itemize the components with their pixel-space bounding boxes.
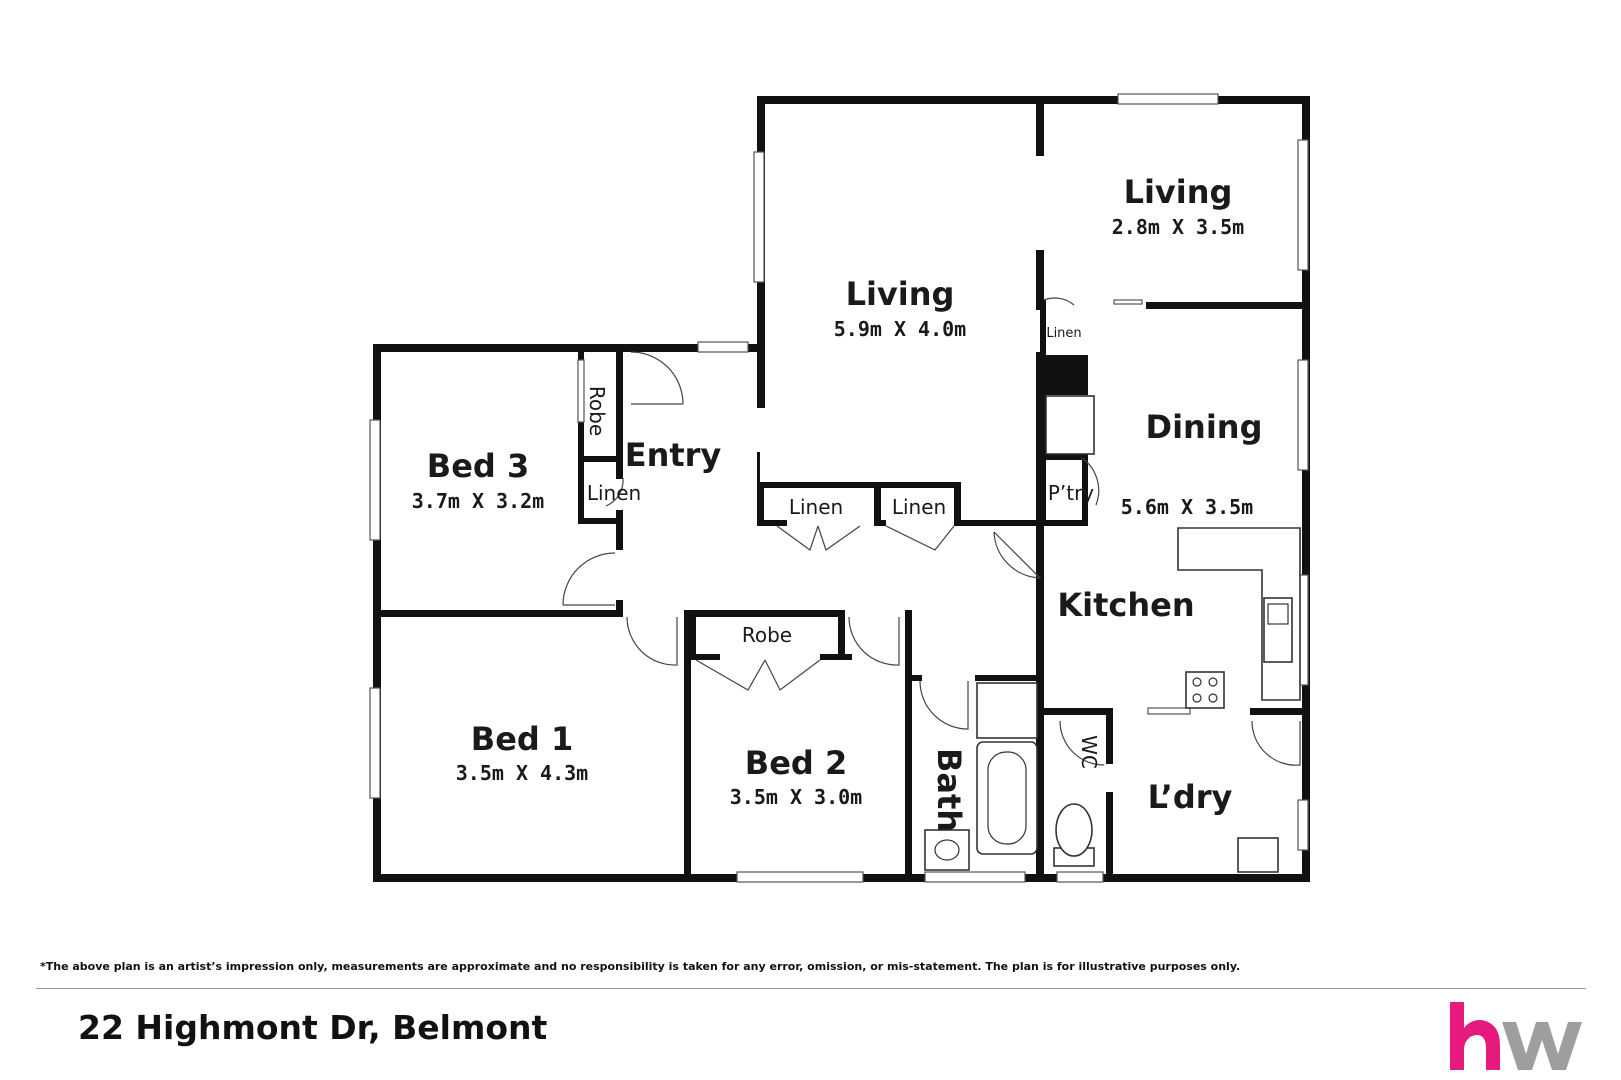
shower	[976, 682, 1038, 739]
label-wc: WC	[1077, 735, 1101, 769]
room-name-laundry: L’dry	[1148, 778, 1233, 816]
label-linen-bed3: Linen	[587, 481, 641, 505]
room-labels: Living 5.9m X 4.0m Living 2.8m X 3.5m Di…	[412, 173, 1263, 832]
label-linen-living: Linen	[1046, 326, 1081, 341]
room-name-kitchen: Kitchen	[1057, 586, 1194, 624]
room-name-bed3: Bed 3	[427, 447, 529, 485]
fridge-space	[1045, 395, 1095, 455]
room-dims-living-small: 2.8m X 3.5m	[1112, 215, 1244, 239]
vanity	[924, 829, 970, 871]
label-robe-bed3: Robe	[585, 386, 609, 436]
room-dims-bed2: 3.5m X 3.0m	[730, 785, 862, 809]
laundry-tub	[1237, 837, 1279, 873]
room-dims-bed1: 3.5m X 4.3m	[456, 761, 588, 785]
fixtures	[924, 395, 1301, 873]
divider-line	[36, 988, 1586, 989]
label-linen-hall-1: Linen	[789, 495, 843, 519]
room-dims-bed3: 3.7m X 3.2m	[412, 489, 544, 513]
logo-h-glyph	[1450, 1002, 1500, 1070]
room-dims-dining: 5.6m X 3.5m	[1121, 495, 1253, 519]
room-name-dining: Dining	[1146, 408, 1263, 446]
cooktop	[1185, 671, 1225, 709]
disclaimer-text: *The above plan is an artist’s impressio…	[40, 960, 1241, 973]
room-name-bed1: Bed 1	[471, 720, 573, 758]
floor-plan: Living 5.9m X 4.0m Living 2.8m X 3.5m Di…	[369, 93, 1310, 883]
doors	[562, 297, 1301, 766]
room-name-bath: Bath	[930, 748, 968, 832]
room-dims-living-large: 5.9m X 4.0m	[834, 317, 966, 341]
property-address: 22 Highmont Dr, Belmont	[78, 1008, 548, 1047]
room-name-living-small: Living	[1124, 173, 1233, 211]
room-name-entry: Entry	[625, 436, 722, 474]
logo-w-glyph	[1502, 1022, 1582, 1070]
label-linen-hall-2: Linen	[892, 495, 946, 519]
windows	[369, 93, 1309, 883]
brand-logo	[1450, 1002, 1582, 1070]
room-name-bed2: Bed 2	[745, 744, 847, 782]
toilet-bowl	[1055, 803, 1093, 857]
label-robe-bed2: Robe	[742, 623, 792, 647]
kitchen-sink	[1263, 597, 1293, 663]
bathtub	[976, 741, 1038, 855]
label-pantry: P’try	[1048, 481, 1094, 505]
room-name-living-large: Living	[846, 275, 955, 313]
